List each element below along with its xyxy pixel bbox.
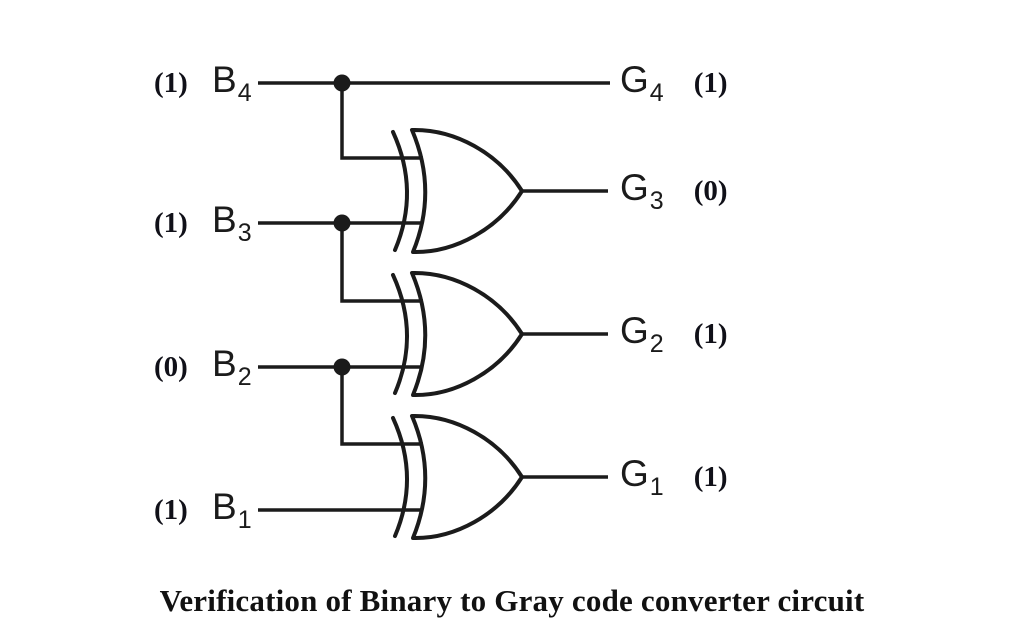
junction-dot-b4 bbox=[333, 74, 351, 92]
input-signal-b4: B4 bbox=[212, 59, 252, 108]
input-label-b3: (1) B3 bbox=[154, 196, 252, 250]
input-value-b2: (0) bbox=[154, 350, 188, 383]
signal-subscript: 4 bbox=[237, 78, 252, 107]
xor-gate-3 bbox=[391, 413, 524, 541]
output-signal-g2: G2 bbox=[620, 310, 664, 359]
wire-b3-branch bbox=[340, 223, 423, 303]
wire-b4-branch bbox=[340, 83, 423, 160]
output-value-g1: (1) bbox=[693, 460, 728, 493]
output-label-g2: G2 (1) bbox=[620, 307, 728, 361]
input-value-b1: (1) bbox=[154, 493, 188, 526]
signal-subscript: 1 bbox=[649, 472, 664, 501]
output-label-g4: G4 (1) bbox=[620, 56, 728, 110]
input-label-b4: (1) B4 bbox=[154, 56, 252, 110]
junction-dot-b3 bbox=[333, 214, 351, 232]
output-label-g1: G1 (1) bbox=[620, 450, 728, 504]
output-signal-g1: G1 bbox=[620, 453, 664, 502]
diagram-caption: Verification of Binary to Gray code conv… bbox=[159, 583, 865, 618]
signal-subscript: 4 bbox=[649, 78, 664, 107]
input-label-b1: (1) B1 bbox=[154, 483, 252, 537]
input-value-b3: (1) bbox=[154, 206, 188, 239]
output-value-g4: (1) bbox=[693, 66, 728, 99]
signal-subscript: 3 bbox=[237, 218, 252, 247]
input-signal-b2: B2 bbox=[212, 343, 252, 392]
input-label-b2: (0) B2 bbox=[154, 340, 252, 394]
signal-name: G bbox=[620, 452, 649, 494]
xor-gate-2 bbox=[391, 270, 524, 398]
signal-subscript: 2 bbox=[649, 329, 664, 358]
output-value-g2: (1) bbox=[693, 317, 728, 350]
signal-name: G bbox=[620, 309, 649, 351]
xor-gate-1 bbox=[391, 127, 524, 255]
output-label-g3: G3 (0) bbox=[620, 164, 728, 218]
input-signal-b1: B1 bbox=[212, 486, 252, 535]
input-signal-b3: B3 bbox=[212, 199, 252, 248]
junction-dot-b2 bbox=[333, 358, 351, 376]
output-value-g3: (0) bbox=[693, 174, 728, 207]
signal-name: B bbox=[212, 198, 237, 240]
signal-subscript: 1 bbox=[237, 505, 252, 534]
wire-b2-branch bbox=[340, 367, 423, 446]
signal-name: B bbox=[212, 485, 237, 527]
signal-name: G bbox=[620, 166, 649, 208]
signal-subscript: 2 bbox=[237, 362, 252, 391]
signal-name: G bbox=[620, 58, 649, 100]
output-signal-g3: G3 bbox=[620, 167, 664, 216]
signal-subscript: 3 bbox=[649, 186, 664, 215]
output-signal-g4: G4 bbox=[620, 59, 664, 108]
signal-name: B bbox=[212, 342, 237, 384]
signal-name: B bbox=[212, 58, 237, 100]
input-value-b4: (1) bbox=[154, 66, 188, 99]
